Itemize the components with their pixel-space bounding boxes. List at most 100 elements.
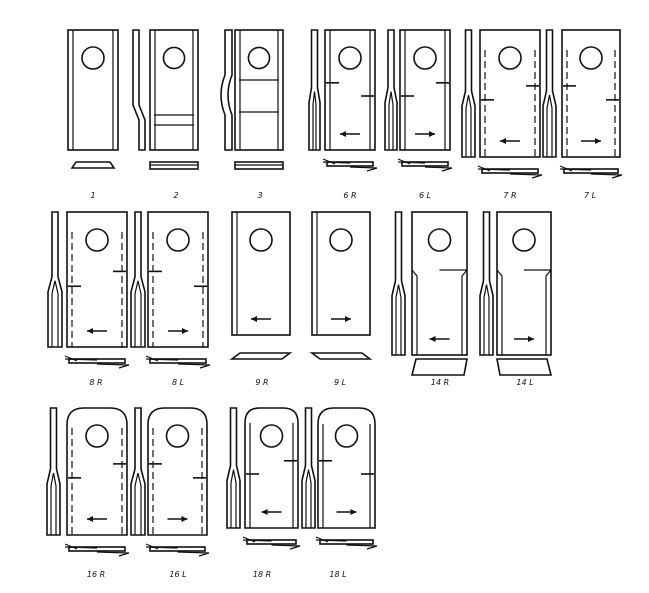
- arrow-head: [595, 138, 601, 144]
- arrow-left-icon: [500, 138, 520, 144]
- mounting-hole-icon: [427, 228, 452, 252]
- blade-label: 14 R: [431, 378, 449, 387]
- side-profile-inner: [395, 284, 402, 355]
- section-twist: [315, 536, 378, 550]
- arrow-right-icon: [331, 316, 351, 322]
- mounting-hole-icon: [85, 424, 109, 448]
- mounting-hole-icon: [413, 46, 437, 70]
- blade-8r: 8 R: [47, 211, 130, 387]
- blade-side-profile: [46, 407, 61, 536]
- blade-front-outline: [411, 211, 468, 356]
- mounting-hole-icon: [329, 228, 353, 252]
- mounting-hole-icon: [498, 46, 522, 70]
- blade-cross-section: [70, 161, 116, 169]
- arrow-left-icon: [87, 328, 107, 334]
- blade-label: 8 L: [172, 378, 184, 387]
- section-twist: [559, 165, 623, 179]
- side-profile-inner: [483, 284, 490, 355]
- section-shape: [149, 358, 207, 364]
- arrow-head: [340, 131, 346, 137]
- section-shape: [68, 546, 126, 552]
- arrow-head: [181, 516, 188, 522]
- blade-front-outline: [311, 211, 371, 336]
- blade-side-profile: [132, 29, 146, 151]
- blade-label: 1: [90, 191, 95, 200]
- taper-line: [496, 269, 503, 355]
- mounting-hole-icon: [165, 424, 190, 448]
- blade-label: 7 R: [503, 191, 516, 200]
- section-twist: [242, 536, 301, 550]
- blade-label: 8 R: [89, 378, 102, 387]
- blade-9l: 9 L: [309, 211, 373, 387]
- blade-side-profile: [130, 211, 146, 348]
- arrow-left-icon: [340, 131, 360, 137]
- arrow-head: [350, 509, 357, 515]
- blade-front-outline: [147, 211, 209, 348]
- side-profile-inner: [546, 94, 553, 157]
- side-profile-inner: [50, 472, 57, 535]
- blade-front-outline: [67, 29, 119, 151]
- mounting-hole-icon: [162, 46, 186, 70]
- mounting-hole-icon: [85, 228, 109, 252]
- arrow-head: [87, 328, 93, 334]
- mounting-hole-icon: [338, 46, 362, 70]
- blade-cross-section: [309, 352, 373, 360]
- blade-6r: 6 R: [308, 29, 378, 200]
- mounting-hole-icon: [259, 424, 284, 448]
- side-profile-inner: [312, 91, 317, 150]
- section-shape: [481, 168, 539, 174]
- blade-front-outline: [66, 211, 128, 348]
- arrow-head: [429, 131, 435, 137]
- arrow-head: [528, 336, 534, 342]
- blade-2: 2: [132, 29, 199, 200]
- blade-side-profile: [47, 211, 63, 348]
- blade-side-profile: [384, 29, 398, 151]
- blade-3: 3: [220, 29, 284, 200]
- blade-label: 14 L: [516, 378, 533, 387]
- blade-14l: 14 L: [479, 211, 553, 387]
- blade-label: 16 L: [169, 570, 186, 579]
- arrow-right-icon: [581, 138, 601, 144]
- section-shape: [149, 546, 206, 552]
- blade-front-outline: [244, 407, 299, 529]
- blade-cross-section: [315, 536, 378, 550]
- blade-side-profile: [220, 29, 233, 151]
- mounting-hole-icon: [81, 46, 105, 70]
- blade-16l: 16 L: [130, 407, 210, 579]
- section-shape: [309, 352, 373, 360]
- arrow-head: [345, 316, 351, 322]
- blade-side-profile: [542, 29, 557, 158]
- blade-cross-section: [64, 543, 130, 557]
- mounting-hole-icon: [166, 228, 190, 252]
- side-profile-inner: [134, 280, 142, 347]
- arrow-right-icon: [168, 328, 188, 334]
- blade-label: 2: [173, 191, 178, 200]
- blade-front-outline: [66, 407, 128, 536]
- mounting-hole-icon: [247, 46, 271, 70]
- section-shape: [326, 161, 374, 167]
- arrow-head: [500, 138, 506, 144]
- blade-18r: 18 R: [226, 407, 301, 579]
- section-twist: [64, 543, 130, 557]
- section-shape: [401, 161, 449, 167]
- blade-front-outline: [561, 29, 621, 158]
- arrow-head: [429, 336, 436, 342]
- arrow-right-icon: [514, 336, 534, 342]
- blade-cross-section: [410, 358, 468, 376]
- arrow-left-icon: [429, 336, 450, 342]
- blade-8l: 8 L: [130, 211, 211, 387]
- blade-front-outline: [149, 29, 199, 151]
- blade-cross-section: [397, 158, 453, 172]
- blade-side-profile: [479, 211, 494, 356]
- arrow-left-icon: [251, 316, 271, 322]
- blade-cross-section: [234, 161, 284, 170]
- side-profile-inner: [51, 280, 59, 347]
- arrow-left-icon: [261, 509, 282, 515]
- blade-7l: 7 L: [542, 29, 623, 200]
- arrow-left-icon: [87, 516, 107, 522]
- blade-front-outline: [231, 211, 291, 336]
- blade-label: 9 R: [255, 378, 268, 387]
- blade-cross-section: [149, 161, 199, 170]
- taper-line: [411, 269, 418, 355]
- side-profile-inner: [230, 469, 237, 528]
